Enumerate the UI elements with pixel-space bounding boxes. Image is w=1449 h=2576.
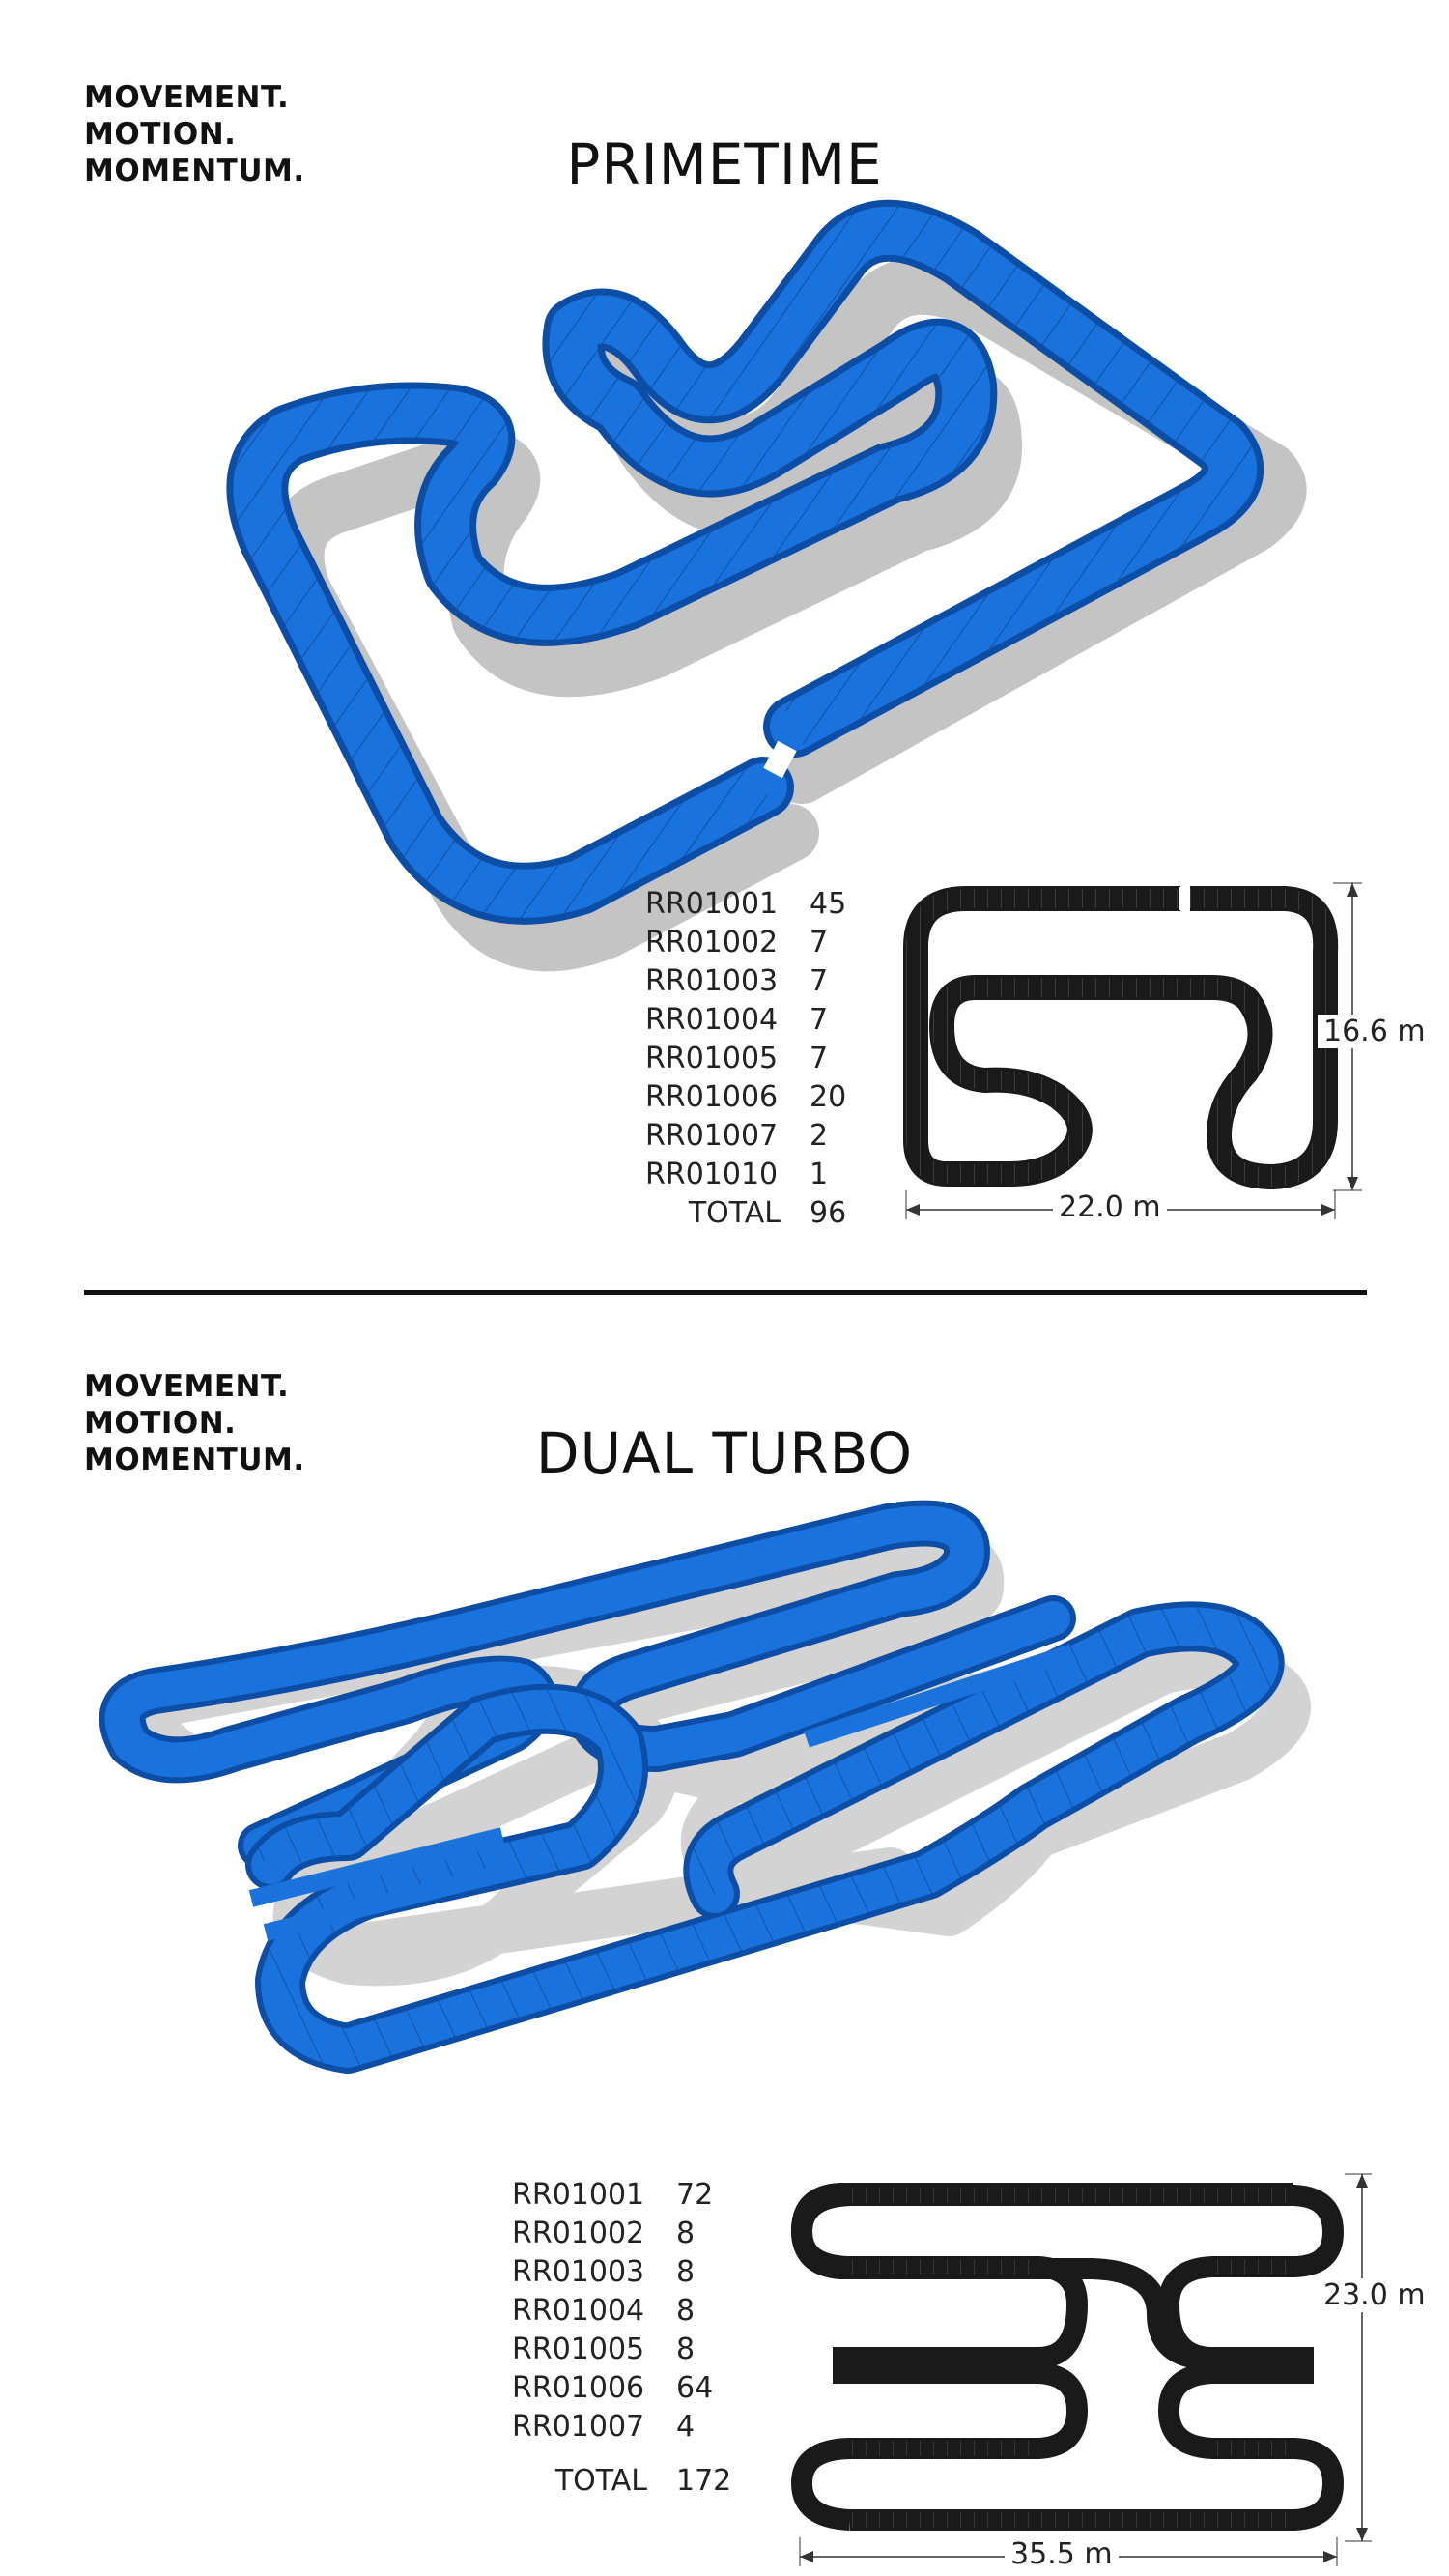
part-qty: 8 — [676, 2217, 696, 2250]
part-qty: 8 — [676, 2255, 696, 2289]
part-qty: 1 — [810, 1158, 829, 1191]
parts-row: RR01006 20 — [645, 1078, 877, 1117]
part-code: RR01006 — [645, 1080, 779, 1114]
tagline-line: MOVEMENT. — [84, 80, 290, 115]
section-divider — [84, 1290, 1367, 1295]
parts-row: RR01003 7 — [645, 962, 877, 1001]
part-code: RR01010 — [645, 1158, 779, 1191]
parts-row: RR01007 4 — [512, 2408, 744, 2447]
tagline-line: MOVEMENT. — [84, 1369, 290, 1404]
part-code: RR01007 — [512, 2410, 645, 2444]
part-qty: 7 — [810, 1042, 829, 1075]
part-code: RR01003 — [645, 964, 779, 998]
dual-turbo-section: MOVEMENT. MOTION. MOMENTUM. DUAL TURBO R… — [0, 1295, 1449, 2576]
part-qty: 45 — [810, 887, 847, 921]
parts-row: RR01006 64 — [512, 2369, 744, 2408]
part-qty: 4 — [676, 2410, 696, 2444]
part-code: RR01001 — [512, 2178, 645, 2212]
part-qty: 72 — [676, 2178, 714, 2212]
primetime-tagline: MOVEMENT. MOTION. MOMENTUM. — [84, 79, 305, 189]
part-qty: 2 — [810, 1119, 829, 1153]
dual-turbo-track — [99, 1500, 1285, 2074]
dual-turbo-tagline: MOVEMENT. MOTION. MOMENTUM. — [84, 1368, 305, 1478]
dual-turbo-height-label: 23.0 m — [1318, 2278, 1432, 2312]
part-code: RR01005 — [645, 1042, 779, 1075]
dual-turbo-plan-view — [791, 2173, 1372, 2566]
part-code: RR01006 — [512, 2371, 645, 2405]
primetime-artwork — [226, 199, 1362, 1219]
total-label: TOTAL — [554, 2464, 647, 2498]
dual-turbo-width-label: 35.5 m — [1005, 2537, 1119, 2571]
total-value: 172 — [676, 2464, 732, 2498]
total-value: 96 — [810, 1196, 847, 1230]
part-code: RR01004 — [645, 1003, 779, 1037]
part-qty: 64 — [676, 2371, 714, 2405]
tagline-line: MOMENTUM. — [84, 1443, 305, 1477]
parts-row: RR01004 8 — [512, 2292, 744, 2331]
part-qty: 8 — [676, 2294, 696, 2328]
parts-row: RR01002 7 — [645, 924, 877, 962]
parts-row: RR01002 8 — [512, 2215, 744, 2253]
tagline-line: MOTION. — [84, 117, 237, 152]
part-qty: 8 — [676, 2333, 696, 2366]
total-label: TOTAL — [688, 1196, 781, 1230]
parts-row: RR01010 1 — [645, 1156, 877, 1194]
parts-total-row: TOTAL 172 — [512, 2462, 744, 2501]
primetime-plan-view — [903, 882, 1362, 1219]
tagline-line: MOMENTUM. — [84, 154, 305, 188]
part-code: RR01002 — [645, 926, 779, 959]
parts-row: RR01005 8 — [512, 2331, 744, 2369]
dual-turbo-title: DUAL TURBO — [535, 1420, 914, 1486]
primetime-width-label: 22.0 m — [1053, 1190, 1167, 1224]
parts-row: RR01001 45 — [645, 885, 877, 924]
parts-row: RR01001 72 — [512, 2176, 744, 2215]
parts-row: RR01004 7 — [645, 1001, 877, 1040]
dual-turbo-parts-list: RR01001 72 RR01002 8 RR01003 8 RR01004 8 RR0… — [512, 2176, 744, 2501]
primetime-title: PRIMETIME — [566, 131, 883, 197]
parts-total-row: TOTAL 96 — [645, 1194, 877, 1233]
primetime-height-label: 16.6 m — [1318, 1015, 1432, 1048]
part-qty: 7 — [810, 1003, 829, 1037]
dual-turbo-height-dimension — [1345, 2173, 1372, 2542]
part-code: RR01003 — [512, 2255, 645, 2289]
dual-turbo-artwork — [99, 1500, 1372, 2566]
primetime-section: MOVEMENT. MOTION. MOMENTUM. PRIMETIME RR… — [0, 0, 1449, 1285]
part-code: RR01002 — [512, 2217, 645, 2250]
part-qty: 20 — [810, 1080, 847, 1114]
part-code: RR01005 — [512, 2333, 645, 2366]
tagline-line: MOTION. — [84, 1406, 237, 1441]
part-code: RR01004 — [512, 2294, 645, 2328]
part-code: RR01007 — [645, 1119, 779, 1153]
primetime-parts-list: RR01001 45 RR01002 7 RR01003 7 RR01004 7 RR0… — [645, 885, 877, 1233]
part-code: RR01001 — [645, 887, 779, 921]
parts-row: RR01007 2 — [645, 1117, 877, 1156]
part-qty: 7 — [810, 964, 829, 998]
part-qty: 7 — [810, 926, 829, 959]
parts-row: RR01005 7 — [645, 1040, 877, 1078]
parts-row: RR01003 8 — [512, 2253, 744, 2292]
